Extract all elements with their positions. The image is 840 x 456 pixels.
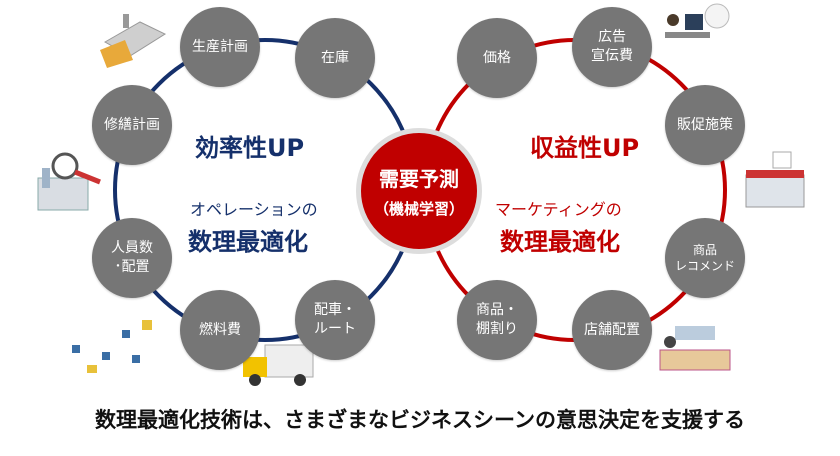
right-headline: 収益性UP bbox=[530, 134, 640, 162]
shop-counter-illustration bbox=[659, 326, 731, 371]
office-worker-illustration bbox=[665, 3, 730, 38]
center-subtitle: （機械学習） bbox=[373, 200, 464, 218]
truck-illustration bbox=[243, 344, 314, 386]
node-inventory: 在庫 bbox=[295, 18, 375, 98]
node-recommendation: 商品 レコメンド bbox=[665, 218, 745, 298]
node-advertising: 広告 宣伝費 bbox=[572, 7, 652, 87]
node-maintenance-planning: 修繕計画 bbox=[92, 85, 172, 165]
left-subheading: オペレーションの bbox=[190, 200, 318, 219]
demand-forecast-hub: 需要予測 （機械学習） bbox=[356, 128, 482, 254]
footer-caption: 数理最適化技術は、さまざまなビジネスシーンの意思決定を支援する bbox=[95, 408, 745, 432]
right-subheading: マーケティングの bbox=[495, 200, 622, 219]
left-headline: 効率性UP bbox=[195, 134, 305, 162]
node-price: 価格 bbox=[457, 18, 537, 98]
node-production-planning: 生産計画 bbox=[180, 7, 260, 87]
warehouse-workers-illustration bbox=[72, 320, 152, 373]
center-title: 需要予測 bbox=[379, 167, 459, 191]
left-main-heading: 数理最適化 bbox=[188, 228, 308, 256]
node-fuel-cost: 燃料費 bbox=[180, 290, 260, 370]
node-staffing: 人員数 ･配置 bbox=[92, 218, 172, 298]
maintenance-illustration bbox=[37, 152, 101, 211]
factory-illustration bbox=[100, 14, 167, 68]
node-shelf-allocation: 商品・ 棚割り bbox=[457, 280, 537, 360]
node-promotion: 販促施策 bbox=[665, 85, 745, 165]
right-main-heading: 数理最適化 bbox=[500, 228, 620, 256]
store-illustration bbox=[745, 151, 805, 208]
node-store-layout: 店舗配置 bbox=[572, 290, 652, 370]
node-vehicle-routing: 配車・ ルート bbox=[295, 280, 375, 360]
